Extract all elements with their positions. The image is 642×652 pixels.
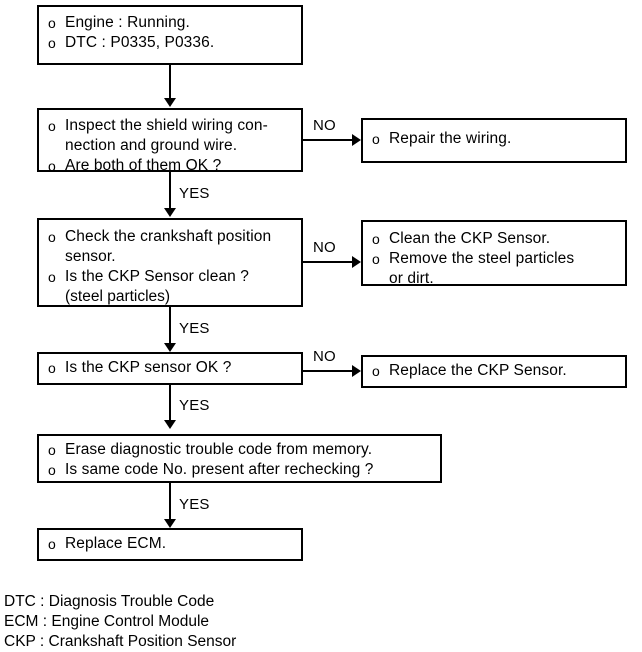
- bullet-icon: o: [48, 35, 56, 51]
- arrow-right-icon: [352, 134, 361, 146]
- edge-label-yes-4: YES: [179, 496, 210, 513]
- list-item: o Inspect the shield wiring con- nection…: [39, 116, 301, 156]
- connector-start-to-step1: [169, 65, 171, 100]
- arrow-right-icon: [352, 365, 361, 377]
- connector-step1-no: [303, 139, 358, 141]
- edge-label-no-2: NO: [313, 239, 336, 256]
- list-item: o Remove the steel particles or dirt.: [363, 249, 625, 289]
- bullet-icon: o: [48, 462, 56, 478]
- bullet-icon: o: [372, 363, 380, 379]
- check-line-continuation: (steel particles): [65, 288, 171, 305]
- connector-step2-no: [303, 261, 358, 263]
- arrow-down-icon: [164, 519, 176, 528]
- is-ckp-sensor-ok-box: o Is the CKP sensor OK ?: [37, 352, 303, 385]
- bullet-icon: o: [48, 442, 56, 458]
- replace-ecm-box: o Replace ECM.: [37, 528, 303, 561]
- connector-step3-no: [303, 370, 358, 372]
- bullet-icon: o: [48, 15, 56, 31]
- condition-line-1: Engine : Running.: [65, 14, 190, 31]
- connector-step1-yes: [169, 172, 171, 208]
- edge-label-yes-2: YES: [179, 320, 210, 337]
- repair-wiring-text: Repair the wiring.: [389, 130, 512, 147]
- connector-step3-yes: [169, 385, 171, 420]
- edge-label-yes-3: YES: [179, 397, 210, 414]
- repair-wiring-box: o Repair the wiring.: [361, 118, 627, 163]
- legend-item-ckp: CKP : Crankshaft Position Sensor: [4, 633, 237, 650]
- abbreviation-legend: DTC : Diagnosis Trouble Code ECM : Engin…: [4, 592, 236, 652]
- bullet-icon: o: [372, 131, 380, 147]
- list-item: o Replace ECM.: [39, 534, 301, 554]
- bullet-icon: o: [372, 231, 380, 247]
- replace-ckp-text: Replace the CKP Sensor.: [389, 362, 567, 379]
- list-item: o Is the CKP Sensor clean ?: [39, 267, 301, 287]
- replace-ecm-text: Replace ECM.: [65, 535, 167, 552]
- check-line-2: Is the CKP Sensor clean ?: [65, 268, 250, 285]
- arrow-down-icon: [164, 420, 176, 429]
- condition-line-2: DTC : P0335, P0336.: [65, 34, 215, 51]
- list-item: o Engine : Running.: [39, 13, 301, 33]
- is-ckp-ok-text: Is the CKP sensor OK ?: [65, 359, 232, 376]
- clean-line-2: Remove the steel particles or dirt.: [389, 250, 575, 287]
- arrow-down-icon: [164, 98, 176, 107]
- bullet-icon: o: [48, 536, 56, 552]
- list-item: o Is same code No. present after recheck…: [39, 460, 440, 480]
- arrow-down-icon: [164, 208, 176, 217]
- check-crankshaft-sensor-box: o Check the crankshaft position sensor. …: [37, 218, 303, 307]
- arrow-down-icon: [164, 343, 176, 352]
- list-item: o Are both of them OK ?: [39, 156, 301, 176]
- arrow-right-icon: [352, 256, 361, 268]
- bullet-icon: o: [48, 269, 56, 285]
- list-item: o Erase diagnostic trouble code from mem…: [39, 440, 440, 460]
- bullet-icon: o: [372, 251, 380, 267]
- clean-ckp-sensor-box: o Clean the CKP Sensor. o Remove the ste…: [361, 220, 627, 289]
- list-item: o Clean the CKP Sensor.: [363, 229, 625, 249]
- list-item: o Check the crankshaft position sensor.: [39, 227, 301, 267]
- list-item: o DTC : P0335, P0336.: [39, 33, 301, 53]
- list-item: o Is the CKP sensor OK ?: [39, 358, 301, 378]
- clean-line-1: Clean the CKP Sensor.: [389, 230, 551, 247]
- erase-line-2: Is same code No. present after recheckin…: [65, 461, 374, 478]
- bullet-icon: o: [48, 229, 56, 245]
- condition-box: o Engine : Running. o DTC : P0335, P0336…: [37, 5, 303, 65]
- erase-dtc-box: o Erase diagnostic trouble code from mem…: [37, 434, 442, 483]
- inspect-line-2: Are both of them OK ?: [65, 157, 222, 174]
- legend-item-ecm: ECM : Engine Control Module: [4, 613, 210, 630]
- connector-step4-yes: [169, 483, 171, 519]
- check-line-1: Check the crankshaft position sensor.: [65, 228, 272, 265]
- bullet-icon: o: [48, 118, 56, 134]
- legend-item-dtc: DTC : Diagnosis Trouble Code: [4, 593, 215, 610]
- erase-line-1: Erase diagnostic trouble code from memor…: [65, 441, 373, 458]
- inspect-line-1: Inspect the shield wiring con- nection a…: [65, 117, 268, 154]
- list-item: o Replace the CKP Sensor.: [363, 361, 625, 381]
- list-item: o Repair the wiring.: [363, 129, 625, 149]
- edge-label-no-1: NO: [313, 117, 336, 134]
- edge-label-yes-1: YES: [179, 185, 210, 202]
- replace-ckp-sensor-box: o Replace the CKP Sensor.: [361, 355, 627, 388]
- edge-label-no-3: NO: [313, 348, 336, 365]
- inspect-shield-wiring-box: o Inspect the shield wiring con- nection…: [37, 108, 303, 174]
- connector-step2-yes: [169, 307, 171, 343]
- bullet-icon: o: [48, 360, 56, 376]
- bullet-icon: o: [48, 158, 56, 174]
